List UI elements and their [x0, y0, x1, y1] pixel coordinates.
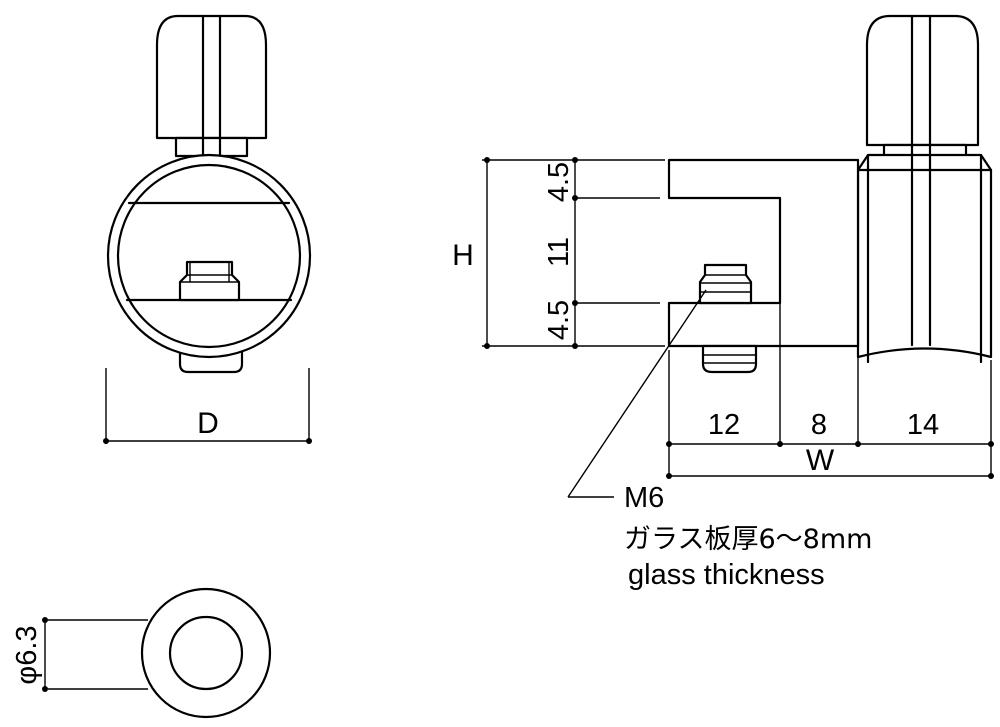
dimension-w: 12 8 14 W	[666, 303, 994, 479]
side-view	[667, 14, 993, 374]
w-label: W	[806, 444, 835, 477]
glass-thickness-jp: ガラス板厚6～8mm	[624, 524, 872, 555]
front-set-screw	[178, 260, 241, 302]
h-top-label: 4.5	[543, 162, 575, 202]
cap-diameter-label: φ6.3	[11, 625, 43, 684]
front-body-ring	[106, 153, 312, 359]
cap-view: φ6.3	[11, 587, 272, 719]
side-barrel	[856, 153, 993, 359]
glass-thickness-en: glass thickness	[628, 559, 825, 591]
h-bottom-label: 4.5	[543, 300, 575, 340]
side-set-screw	[698, 263, 753, 305]
front-view	[106, 14, 312, 374]
dimension-d: D	[103, 368, 312, 444]
cap-inner	[168, 615, 244, 691]
w-left-label: 12	[708, 409, 740, 441]
thread-label: M6	[624, 482, 664, 514]
dimension-h: H 4.5 11 4.5	[452, 157, 665, 349]
side-clamp-body	[667, 158, 860, 348]
h-mid-label: 11	[543, 237, 575, 267]
h-label: H	[452, 239, 474, 272]
side-knob	[865, 14, 980, 147]
w-mid-label: 8	[811, 409, 827, 441]
d-label: D	[197, 407, 219, 440]
w-right-label: 14	[907, 409, 939, 441]
cap-outer	[140, 587, 272, 719]
front-knob	[155, 14, 268, 140]
callout: M6 ガラス板厚6～8mm glass thickness	[567, 289, 872, 591]
